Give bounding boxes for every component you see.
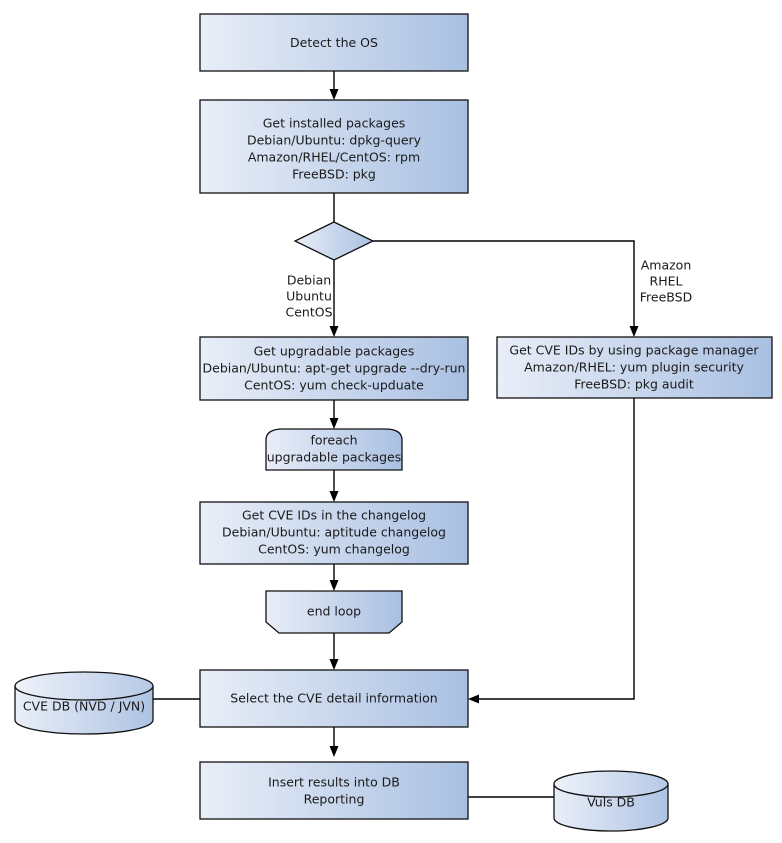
node-get-upgradable-packages-line-0: Get upgradable packages — [254, 344, 415, 359]
node-cve-db[interactable]: CVE DB (NVD / JVN) — [14, 671, 154, 735]
node-foreach-loop-start-line-0: foreach — [310, 433, 357, 448]
node-get-cve-ids-changelog[interactable]: Get CVE IDs in the changelog Debian/Ubun… — [199, 501, 469, 565]
node-insert-results[interactable]: Insert results into DB Reporting — [199, 761, 469, 820]
node-get-upgradable-packages-line-2: CentOS: yum check-upduate — [244, 378, 424, 393]
node-get-cve-ids-package-manager[interactable]: Get CVE IDs by using package manager Ama… — [496, 336, 773, 399]
node-vuls-db[interactable]: Vuls DB — [553, 770, 669, 832]
node-select-cve-detail[interactable]: Select the CVE detail information — [199, 669, 469, 728]
node-get-installed-packages-line-0: Get installed packages — [263, 116, 406, 131]
edge-label-left-branch-line-2: CentOS — [285, 305, 332, 320]
connector-decision-to-package-manager — [373, 240, 639, 337]
node-get-upgradable-packages[interactable]: Get upgradable packages Debian/Ubuntu: a… — [199, 336, 469, 401]
node-get-installed-packages-line-1: Debian/Ubuntu: dpkg-query — [247, 133, 422, 148]
node-os-decision[interactable] — [293, 221, 375, 261]
node-insert-results-line-1: Reporting — [304, 792, 365, 807]
connector-decision-to-upgradable — [329, 260, 339, 337]
node-get-installed-packages[interactable]: Get installed packages Debian/Ubuntu: dp… — [199, 99, 469, 194]
node-get-installed-packages-line-2: Amazon/RHEL/CentOS: rpm — [248, 150, 420, 165]
connector-endloop-to-select — [329, 633, 339, 670]
node-detect-os[interactable]: Detect the OS — [199, 13, 469, 72]
edge-label-left-branch-line-0: Debian — [287, 273, 331, 288]
edge-label-right-branch-line-1: RHEL — [650, 274, 683, 289]
edge-label-right-branch: Amazon RHEL FreeBSD — [640, 258, 692, 305]
node-end-loop-label: end loop — [307, 604, 361, 619]
node-get-upgradable-packages-line-1: Debian/Ubuntu: apt-get upgrade --dry-run — [203, 361, 466, 376]
node-get-cve-ids-package-manager-line-0: Get CVE IDs by using package manager — [509, 343, 759, 358]
node-get-installed-packages-line-3: FreeBSD: pkg — [292, 167, 376, 182]
node-select-cve-detail-label: Select the CVE detail information — [230, 691, 437, 706]
edge-label-left-branch: Debian Ubuntu CentOS — [285, 273, 332, 320]
edge-label-right-branch-line-2: FreeBSD — [640, 290, 692, 305]
node-get-cve-ids-changelog-line-2: CentOS: yum changelog — [258, 542, 410, 557]
node-detect-os-line-0: Detect the OS — [290, 35, 378, 50]
node-get-cve-ids-package-manager-line-1: Amazon/RHEL: yum plugin security — [524, 360, 744, 375]
connector-packagemanager-to-select — [468, 398, 635, 704]
connector-upgradable-to-foreach — [329, 400, 339, 429]
node-cve-db-label: CVE DB (NVD / JVN) — [23, 699, 145, 714]
edge-label-left-branch-line-1: Ubuntu — [286, 289, 332, 304]
node-vuls-db-label: Vuls DB — [587, 795, 635, 810]
node-foreach-loop-start-line-1: upgradable packages — [267, 450, 402, 465]
node-insert-results-line-0: Insert results into DB — [268, 775, 400, 790]
edge-label-right-branch-line-0: Amazon — [641, 258, 692, 273]
node-get-cve-ids-changelog-line-1: Debian/Ubuntu: aptitude changelog — [222, 525, 446, 540]
node-foreach-loop-start[interactable]: foreach upgradable packages — [265, 428, 403, 471]
connector-changelog-to-endloop — [329, 564, 339, 591]
node-get-cve-ids-changelog-line-0: Get CVE IDs in the changelog — [242, 508, 426, 523]
connector-select-to-insert — [329, 727, 339, 757]
connector-detect-to-installed — [329, 71, 339, 100]
node-get-cve-ids-package-manager-line-2: FreeBSD: pkg audit — [574, 377, 694, 392]
node-end-loop[interactable]: end loop — [265, 590, 403, 634]
connector-foreach-to-changelog — [329, 470, 339, 502]
